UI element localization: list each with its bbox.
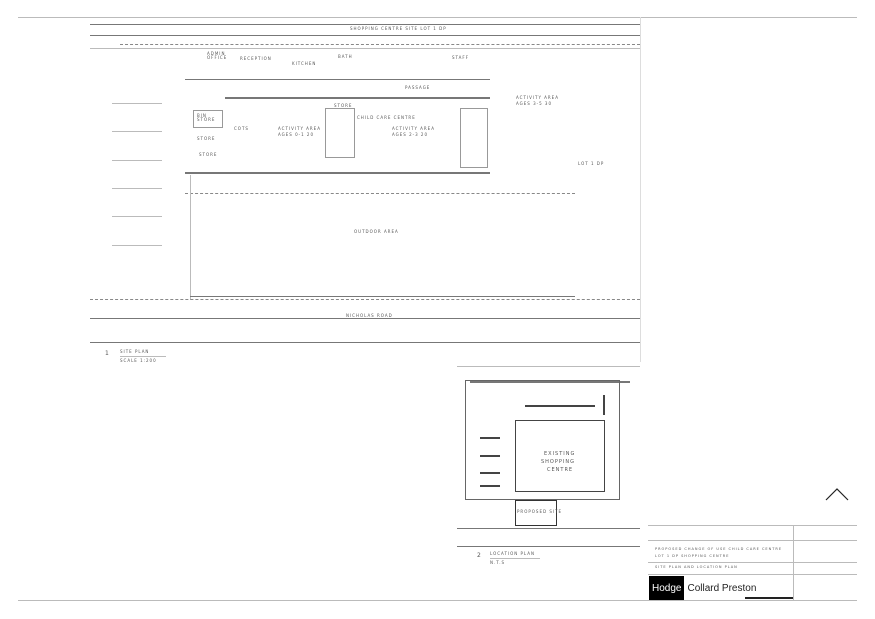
location-plan-title: LOCATION PLAN [490, 551, 535, 556]
staff-label: STAFF [452, 55, 470, 60]
logo-part2: Collard Preston [687, 582, 757, 594]
title-block-scale-bar [745, 597, 793, 599]
activity-area-3-label: ACTIVITY AREA [516, 95, 559, 100]
sheet-bottom-border [18, 600, 857, 601]
activity-area-3-ages: AGES 3-5 30 [516, 101, 552, 106]
outdoor-area-fence-left [190, 175, 191, 300]
car-park-row-4 [480, 472, 500, 474]
road-edge-top [90, 318, 640, 319]
location-plan-number-marker: 2 [477, 552, 482, 559]
building-bottom-wall [185, 172, 490, 174]
cots-label: COTS [234, 126, 249, 131]
shopping-centre-lot-label: SHOPPING CENTRE SITE LOT 1 DP [350, 26, 447, 31]
car-park-column [603, 395, 605, 415]
dim-line-top [90, 48, 640, 49]
location-plan-title-underline [490, 558, 540, 559]
reception-label: RECEPTION [240, 56, 272, 61]
store-3-label: STORE [334, 103, 353, 108]
activity-area-2-label: ACTIVITY AREA [392, 126, 435, 131]
passage-label: PASSAGE [405, 85, 431, 90]
dim-tick-2 [112, 131, 162, 132]
store-room-right [460, 108, 488, 168]
location-plan-bottom-road-edge [457, 546, 640, 547]
site-plan-title: SITE PLAN [120, 349, 150, 354]
lot-label: LOT 1 DP [578, 161, 605, 166]
car-park-row-2 [480, 437, 500, 439]
bin-store-label: BIN STORE [197, 113, 216, 122]
activity-area-2-ages: AGES 2-3 20 [392, 132, 428, 137]
bath-label: BATH [338, 54, 353, 59]
existing-centre-line3: CENTRE [547, 467, 574, 473]
dim-tick-4 [112, 188, 162, 189]
site-bottom-boundary [190, 296, 575, 297]
outdoor-area-fence-top [185, 193, 575, 194]
title-block-vertical [793, 526, 794, 600]
dim-tick-1 [112, 103, 162, 104]
company-logo: Hodge Collard Preston [649, 576, 793, 600]
location-plan-top-road [457, 366, 640, 367]
bin-store-room [193, 110, 223, 128]
site-plan-number-marker: 1 [105, 350, 110, 357]
title-block-rule-1 [648, 540, 857, 541]
site-plan-scale: SCALE 1:200 [120, 358, 157, 363]
location-plan-scale: N.T.S [490, 560, 506, 565]
admin-office-label: ADMIN OFFICE [207, 51, 228, 60]
existing-centre-line1: EXISTING [544, 451, 576, 457]
road-edge-bottom [90, 342, 640, 343]
building-top-wall [185, 79, 490, 80]
road-setback-line [90, 299, 640, 300]
title-block-rule-2 [648, 562, 857, 563]
sheet-top-border [18, 17, 857, 18]
child-care-centre-core [325, 108, 355, 158]
site-setback-line [120, 44, 640, 45]
site-top-boundary [90, 24, 640, 25]
project-line2: LOT 1 DP SHOPPING CENTRE [655, 554, 730, 558]
location-plan-bottom-road [457, 528, 640, 529]
project-line1: PROPOSED CHANGE OF USE CHILD CARE CENTRE [655, 547, 783, 551]
car-park-row-1 [525, 405, 595, 407]
dim-tick-3 [112, 160, 162, 161]
proposed-site-label: PROPOSED SITE [517, 509, 563, 514]
kitchen-label: KITCHEN [292, 61, 317, 66]
north-arrow-icon [825, 488, 849, 501]
site-plan-title-underline [120, 356, 166, 357]
drawing-title: SITE PLAN AND LOCATION PLAN [655, 565, 738, 569]
proposed-site-box [515, 500, 557, 526]
sheet-divider [640, 17, 641, 362]
logo-part1: Hodge [649, 576, 685, 600]
title-block-top [648, 525, 857, 526]
location-plan-outer-boundary [465, 380, 620, 500]
outdoor-area-label: OUTDOOR AREA [354, 229, 399, 234]
activity-area-1-label: ACTIVITY AREA [278, 126, 321, 131]
existing-centre-line2: SHOPPING [541, 459, 575, 465]
car-park-row-3 [480, 455, 500, 457]
activity-area-1-ages: AGES 0-1 20 [278, 132, 314, 137]
dim-tick-5 [112, 216, 162, 217]
car-park-row-5 [480, 485, 500, 487]
building-roof-edge [225, 97, 490, 99]
existing-shopping-centre-building [515, 420, 605, 492]
road-label: NICHOLAS ROAD [346, 313, 393, 318]
title-block-rule-3 [648, 574, 857, 575]
dim-tick-6 [112, 245, 162, 246]
location-plan-top-road-edge [470, 381, 630, 383]
store-2-label: STORE [199, 152, 218, 157]
site-boundary-upper [90, 35, 640, 36]
child-care-centre-label: CHILD CARE CENTRE [357, 115, 416, 120]
store-1-label: STORE [197, 136, 216, 141]
